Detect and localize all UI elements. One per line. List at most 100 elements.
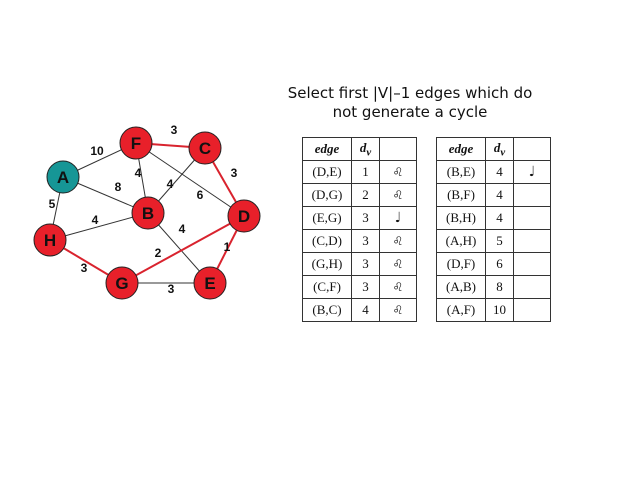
check-mark: ♌ (379, 229, 417, 253)
node-E: E (193, 266, 227, 300)
table-row: (A,B)8 (436, 275, 551, 299)
edge-cell: (D,G) (302, 183, 352, 207)
table-row: (D,E)1♌ (302, 160, 417, 184)
dv-cell: 3 (351, 229, 380, 253)
edge-G-D (121, 215, 245, 284)
edge-cell: (C,D) (302, 229, 352, 253)
node-label-B: B (142, 204, 154, 223)
table-row: (A,H)5 (436, 229, 551, 253)
table-header-row: edge dv (436, 137, 551, 161)
mark-cell (513, 229, 551, 253)
edge-weight-D-E: 1 (224, 240, 231, 254)
edge-weight-F-D: 6 (197, 188, 204, 202)
node-F: F (119, 126, 153, 160)
header-dv: dv (351, 137, 380, 161)
table-row: (B,F)4 (436, 183, 551, 207)
node-circle-D (227, 199, 261, 233)
edge-cell: (B,E) (436, 160, 486, 184)
node-circle-E (193, 266, 227, 300)
mark-cell (513, 298, 551, 322)
table-row: (B,C)4♌ (302, 298, 417, 322)
table-row: (D,G)2♌ (302, 183, 417, 207)
mark-cell (513, 206, 551, 230)
dv-cell: 3 (351, 206, 380, 230)
node-circle-C (188, 131, 222, 165)
dv-cell: 6 (485, 252, 514, 276)
edge-cell: (G,H) (302, 252, 352, 276)
mark-cell (513, 275, 551, 299)
note-mark: ♩ (513, 160, 551, 184)
header-dv-main: d (359, 139, 367, 155)
header-mark (379, 137, 417, 161)
table-row: (B,H)4 (436, 206, 551, 230)
edge-weight-C-D: 3 (231, 166, 238, 180)
dv-cell: 4 (485, 160, 514, 184)
dv-cell: 1 (351, 160, 380, 184)
table-row: (B,E)4♩ (436, 160, 551, 184)
caption-line-1: Select first |V|–1 edges which do (287, 84, 533, 102)
check-mark: ♌ (379, 183, 417, 207)
dv-cell: 4 (485, 183, 514, 207)
node-label-A: A (57, 168, 69, 187)
node-label-H: H (44, 231, 56, 250)
edge-weight-G-E: 3 (168, 282, 175, 296)
header-mark (513, 137, 551, 161)
edge-weight-G-D: 2 (155, 246, 162, 260)
dv-cell: 4 (351, 298, 380, 322)
node-B: B (131, 196, 165, 230)
edge-weight-A-F: 10 (90, 144, 104, 158)
node-circle-A (46, 160, 80, 194)
node-circle-B (131, 196, 165, 230)
table-header-row: edge dv (302, 137, 417, 161)
edge-table-left: edge dv (D,E)1♌(D,G)2♌(E,G)3♩(C,D)3♌(G,H… (302, 137, 417, 322)
header-dv-main: d (493, 139, 501, 155)
header-edge: edge (436, 137, 486, 161)
edge-cell: (B,C) (302, 298, 352, 322)
table-row: (C,D)3♌ (302, 229, 417, 253)
node-label-G: G (115, 274, 128, 293)
edge-table-right: edge dv (B,E)4♩(B,F)4(B,H)4(A,H)5(D,F)6(… (436, 137, 551, 322)
edge-weight-F-B: 4 (135, 166, 142, 180)
node-A: A (46, 160, 80, 194)
node-G: G (105, 266, 139, 300)
edge-weight-F-C: 3 (171, 123, 178, 137)
mark-cell (513, 252, 551, 276)
node-circle-F (119, 126, 153, 160)
edge-cell: (D,F) (436, 252, 486, 276)
edge-weight-A-B: 8 (115, 180, 122, 194)
dv-cell: 4 (485, 206, 514, 230)
edge-weight-H-G: 3 (81, 261, 88, 275)
check-mark: ♌ (379, 160, 417, 184)
node-circle-H (33, 223, 67, 257)
edge-cell: (A,B) (436, 275, 486, 299)
dv-cell: 10 (485, 298, 514, 322)
edge-cell: (D,E) (302, 160, 352, 184)
header-edge: edge (302, 137, 352, 161)
edge-B-H (49, 212, 149, 241)
edge-F-D (135, 142, 245, 217)
node-circle-G (105, 266, 139, 300)
edge-cell: (A,F) (436, 298, 486, 322)
mark-cell (513, 183, 551, 207)
check-mark: ♌ (379, 298, 417, 322)
edge-weight-A-H: 5 (49, 197, 56, 211)
table-row: (G,H)3♌ (302, 252, 417, 276)
edge-cell: (C,F) (302, 275, 352, 299)
edge-weight-C-B: 4 (167, 177, 174, 191)
node-D: D (227, 199, 261, 233)
header-dv-sub: v (366, 146, 372, 159)
node-label-E: E (204, 274, 215, 293)
table-row: (C,F)3♌ (302, 275, 417, 299)
edge-cell: (B,H) (436, 206, 486, 230)
edge-cell: (E,G) (302, 206, 352, 230)
dv-cell: 8 (485, 275, 514, 299)
edge-weight-B-E: 4 (179, 222, 186, 236)
dv-cell: 3 (351, 275, 380, 299)
check-mark: ♌ (379, 275, 417, 299)
edge-cell: (B,F) (436, 183, 486, 207)
table-row: (E,G)3♩ (302, 206, 417, 230)
dv-cell: 2 (351, 183, 380, 207)
header-dv: dv (485, 137, 514, 161)
note-mark: ♩ (379, 206, 417, 230)
